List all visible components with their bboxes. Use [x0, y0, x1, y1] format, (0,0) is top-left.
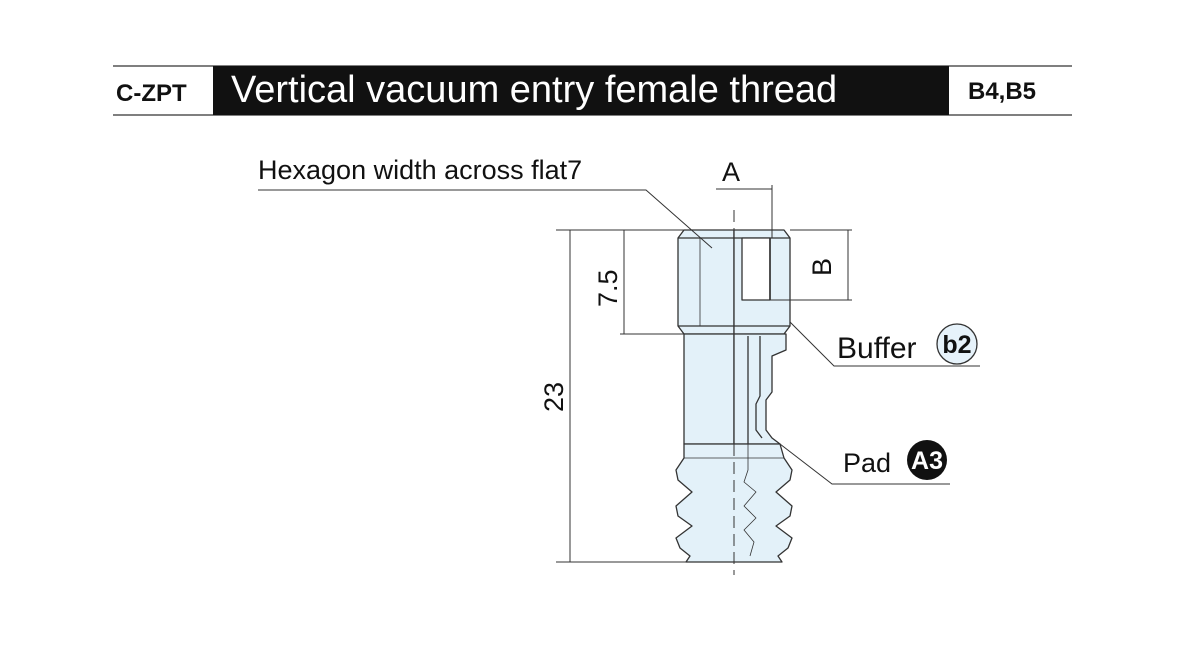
dim-hex-height-label: 7.5 [593, 269, 623, 307]
dim-a-label: A [722, 157, 740, 187]
pad-badge-circle [907, 440, 947, 480]
female-thread-bore [741, 237, 771, 301]
buffer-leader [789, 321, 980, 367]
pad-label: Pad [843, 448, 891, 478]
buffer-inner-groove [747, 336, 763, 444]
hexagon-label: Hexagon width across flat7 [258, 155, 582, 185]
bellows-inner [743, 444, 757, 557]
dim-b-label: B [807, 258, 837, 276]
buffer-badge-circle [936, 323, 978, 365]
dim-total-height-label: 23 [539, 382, 569, 412]
page-title: Vertical vacuum entry female thread [231, 69, 837, 111]
leaders [258, 189, 980, 485]
buffer-label: Buffer [837, 332, 917, 365]
header-title-band [213, 66, 949, 115]
labels: Hexagon width across flat7 A B 7.5 23 Bu… [258, 155, 917, 478]
dimensions [556, 185, 852, 563]
size-codes: B4,B5 [968, 78, 1036, 105]
hexagon-nut [677, 229, 735, 335]
buffer-badge-text: b2 [942, 331, 971, 359]
part-body [675, 210, 793, 575]
pad-badge-text: A3 [911, 447, 943, 475]
hexagon-leader [258, 189, 713, 249]
buffer-badge: b2 [936, 323, 978, 365]
stem-left [683, 333, 735, 445]
pad-badge: A3 [907, 440, 947, 480]
header: C-ZPT Vertical vacuum entry female threa… [113, 65, 1072, 116]
pad-leader [779, 443, 950, 485]
series-code: C-ZPT [116, 80, 187, 107]
